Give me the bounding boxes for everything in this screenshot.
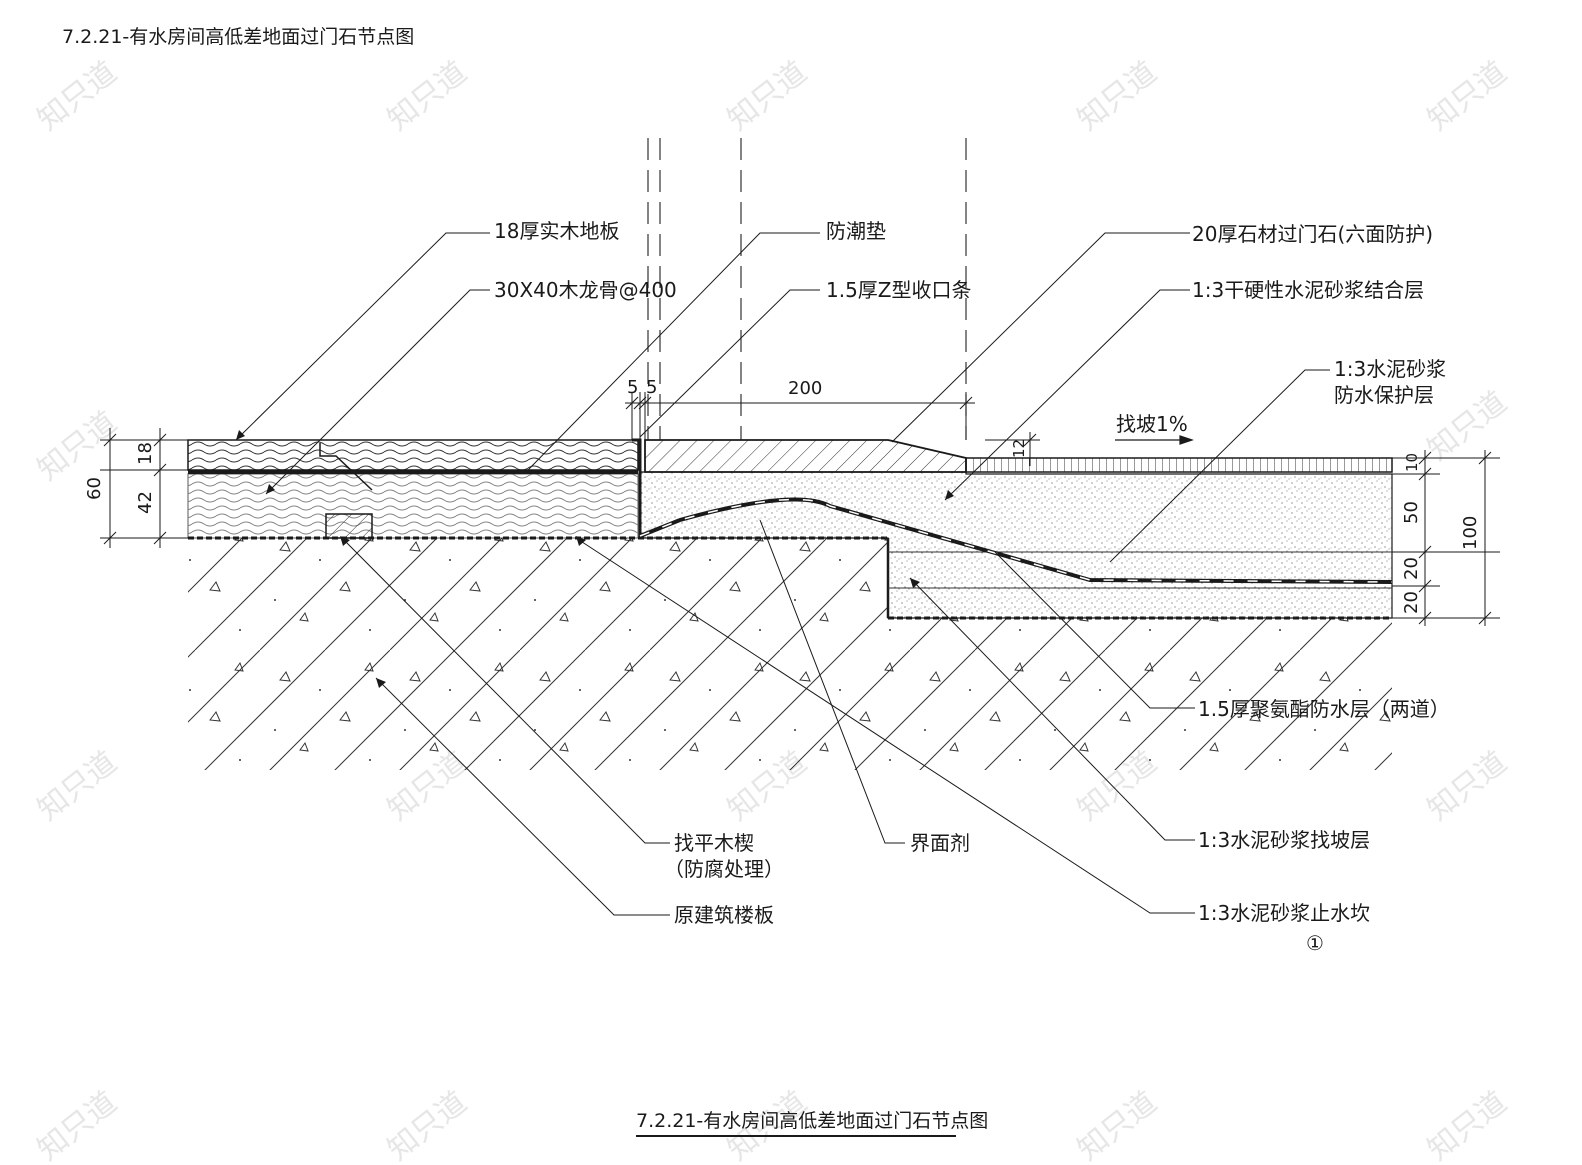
watermark: 知只道 <box>721 55 813 138</box>
door-frame-lines <box>647 138 967 440</box>
original-slab <box>188 538 1392 770</box>
label-curb-marker: ① <box>1306 931 1324 955</box>
dim-200: 200 <box>788 378 822 399</box>
dim-20-upper: 20 <box>1401 557 1422 580</box>
dim-18: 18 <box>135 442 156 465</box>
dim-50: 50 <box>1401 501 1422 524</box>
watermark: 知只道 <box>31 745 123 828</box>
watermark: 知只道 <box>1421 1085 1513 1165</box>
watermark: 知只道 <box>381 1085 473 1165</box>
watermark: 知只道 <box>381 55 473 138</box>
label-wedge-1: 找平木楔 <box>674 831 754 855</box>
label-slope-layer: 1:3水泥砂浆找坡层 <box>1198 828 1370 852</box>
left-dimensions <box>100 428 188 548</box>
watermark: 知只道 <box>1421 385 1513 468</box>
label-joist: 30X40木龙骨@400 <box>494 278 677 302</box>
wood-floor-board <box>187 439 639 471</box>
dim-5-right: 5 <box>646 377 657 398</box>
right-dimensions <box>1392 450 1500 626</box>
label-wood-floor: 18厚实木地板 <box>494 219 619 243</box>
watermark: 知只道 <box>1071 55 1163 138</box>
label-wedge-2: （防腐处理） <box>664 857 784 881</box>
watermark: 知只道 <box>1421 745 1513 828</box>
dim-12: 12 <box>1010 439 1028 458</box>
label-slope: 找坡1% <box>1116 412 1188 436</box>
wood-joist-layer <box>187 473 639 539</box>
label-slab: 原建筑楼板 <box>674 903 774 927</box>
joist-tag <box>319 443 373 491</box>
slope-arrow <box>1115 435 1194 445</box>
dim-42: 42 <box>135 491 156 514</box>
dim-100: 100 <box>1460 516 1481 550</box>
watermark: 知只道 <box>1421 55 1513 138</box>
dim-60: 60 <box>84 477 105 500</box>
dim-10: 10 <box>1403 453 1421 472</box>
label-dry-mortar: 1:3干硬性水泥砂浆结合层 <box>1192 278 1424 302</box>
moisture-pad-layer <box>188 470 638 474</box>
dim-20-lower: 20 <box>1401 591 1422 614</box>
label-moisture-pad: 防潮垫 <box>826 219 886 243</box>
leader-arrowheads <box>236 430 954 688</box>
label-protect-layer-2: 防水保护层 <box>1334 383 1434 407</box>
footer-title: 7.2.21-有水房间高低差地面过门石节点图 <box>636 1110 988 1132</box>
leader-lines <box>235 232 1330 916</box>
label-threshold-stone: 20厚石材过门石(六面防护) <box>1192 222 1433 246</box>
floor-tile <box>965 457 1393 473</box>
leveling-wedge <box>325 513 373 539</box>
label-z-strip: 1.5厚Z型收口条 <box>826 278 972 302</box>
label-protect-layer-1: 1:3水泥砂浆 <box>1334 357 1446 381</box>
watermark: 知只道 <box>31 55 123 138</box>
threshold-stone <box>644 439 967 473</box>
watermark: 知只道 <box>1071 1085 1163 1165</box>
header-title: 7.2.21-有水房间高低差地面过门石节点图 <box>62 26 414 48</box>
dim-5-left: 5 <box>627 377 638 398</box>
label-waterproof: 1.5厚聚氨酯防水层（两道） <box>1198 697 1450 721</box>
watermark: 知只道 <box>31 1085 123 1165</box>
label-water-curb: 1:3水泥砂浆止水坎 <box>1198 901 1370 925</box>
label-interface-agent: 界面剂 <box>910 831 970 855</box>
